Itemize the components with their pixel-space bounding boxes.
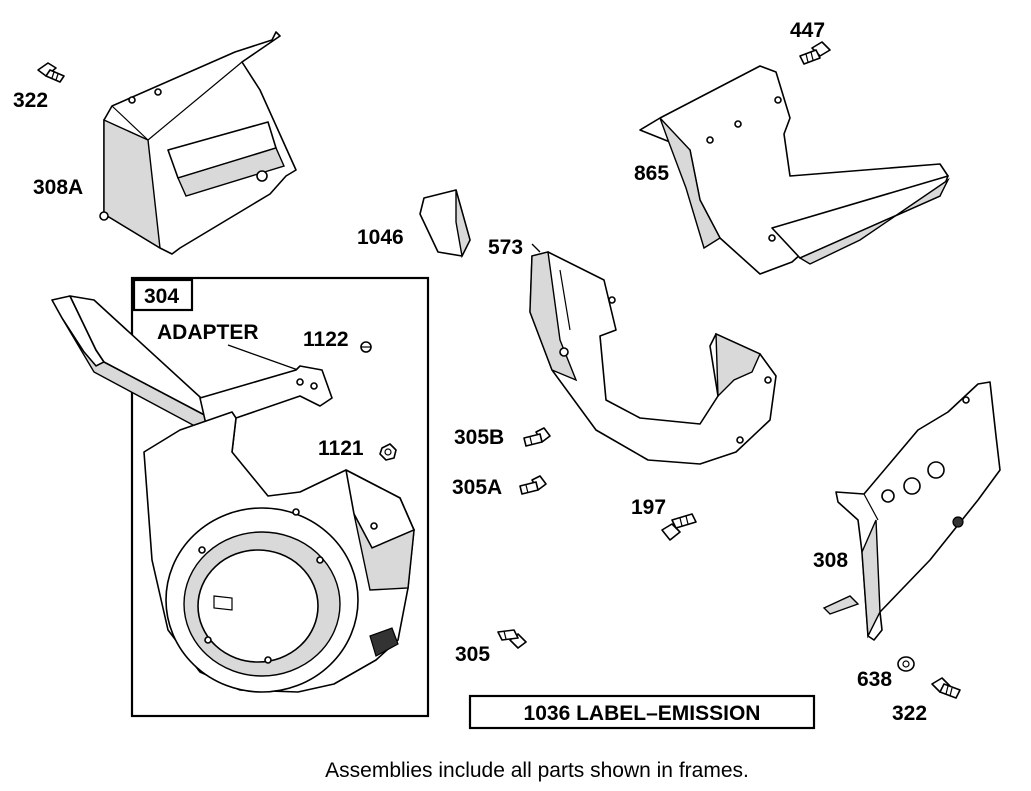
- label-1121: 1121: [318, 437, 364, 460]
- nut-1121: [379, 443, 397, 461]
- assembly-frame-304: [130, 276, 430, 718]
- label-447: 447: [790, 19, 825, 42]
- emission-label-box: [468, 694, 816, 730]
- bolt-322-top: [37, 62, 65, 83]
- label-305A: 305A: [452, 476, 502, 499]
- label-322-top: 322: [13, 89, 48, 112]
- bolt-447: [799, 41, 831, 65]
- label-197: 197: [631, 496, 666, 519]
- label-1122: 1122: [303, 328, 349, 351]
- label-1046: 1046: [357, 226, 404, 249]
- baffle-573: [529, 251, 777, 465]
- label-638: 638: [857, 668, 892, 691]
- label-1036-emission: 1036 LABEL–EMISSION: [524, 702, 761, 725]
- bolt-197: [661, 513, 697, 541]
- pad-1046: [419, 189, 471, 259]
- blower-housing: [143, 411, 415, 693]
- bolt-305A: [519, 475, 547, 495]
- screw-1122: [360, 341, 372, 353]
- label-305B: 305B: [454, 426, 504, 449]
- washer-638: [897, 656, 915, 672]
- label-573: 573: [488, 236, 523, 259]
- label-304: 304: [144, 285, 179, 308]
- shield-865: [639, 65, 950, 275]
- label-308A: 308A: [33, 176, 83, 199]
- bolt-305B: [523, 427, 551, 447]
- footer-caption: Assemblies include all parts shown in fr…: [325, 759, 749, 782]
- bracket-308: [822, 381, 1001, 641]
- bolt-322-bottom: [931, 677, 961, 699]
- shroud-308A: [99, 31, 297, 255]
- label-308: 308: [813, 549, 848, 572]
- label-322-bottom: 322: [892, 702, 927, 725]
- label-adapter: ADAPTER: [157, 321, 259, 344]
- bolt-305: [497, 629, 527, 649]
- label-865: 865: [634, 162, 669, 185]
- assembly-tag-304: [132, 278, 194, 312]
- label-305: 305: [455, 643, 490, 666]
